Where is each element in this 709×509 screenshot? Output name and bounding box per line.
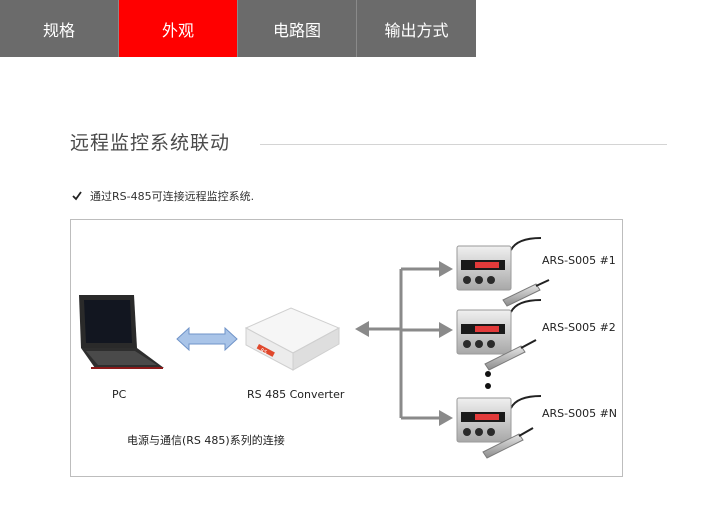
gray-arrow-icon — [355, 321, 401, 337]
pc-label: PC — [112, 388, 127, 401]
device-label-2: ARS-S005 #2 — [542, 321, 616, 334]
tab-output-label: 输出方式 — [384, 20, 449, 40]
connection-diagram: RS — [70, 219, 623, 477]
arrow-right-icon — [439, 322, 453, 338]
more-devices-dots — [485, 371, 491, 389]
arrow-right-icon — [439, 410, 453, 426]
tab-circuit-label: 电路图 — [272, 20, 321, 40]
diagram-caption: 电源与通信(RS 485)系列的连接 — [127, 434, 285, 447]
tab-output[interactable]: 输出方式 — [357, 0, 476, 57]
converter-label: RS 485 Converter — [247, 388, 345, 401]
section-divider — [260, 144, 667, 145]
rs485-converter-icon — [244, 307, 341, 371]
arrow-right-icon — [439, 261, 453, 277]
converter-logo: RS — [259, 347, 268, 355]
feature-bullet: 通过RS-485可连接远程监控系统. — [72, 188, 254, 204]
tab-circuit[interactable]: 电路图 — [238, 0, 357, 57]
device-label-1: ARS-S005 #1 — [542, 254, 616, 267]
device-icon-1 — [456, 237, 550, 307]
tab-specs-label: 规格 — [42, 20, 75, 40]
feature-bullet-text: 通过RS-485可连接远程监控系统. — [90, 190, 255, 203]
section-title: 远程监控系统联动 — [70, 132, 231, 154]
branch-arrows — [401, 261, 453, 426]
tab-appearance[interactable]: 外观 — [119, 0, 238, 57]
laptop-icon — [79, 295, 164, 369]
tab-appearance-label: 外观 — [161, 20, 194, 40]
tab-specs[interactable]: 规格 — [0, 0, 119, 57]
tab-bar: 规格 外观 电路图 输出方式 — [0, 0, 476, 57]
diagram-canvas: RS — [79, 237, 550, 459]
device-icon-2 — [456, 299, 542, 371]
device-icon-n — [456, 395, 542, 459]
bidirectional-arrow-icon — [176, 326, 238, 352]
check-icon — [72, 191, 82, 201]
device-label-n: ARS-S005 #N — [542, 407, 618, 420]
